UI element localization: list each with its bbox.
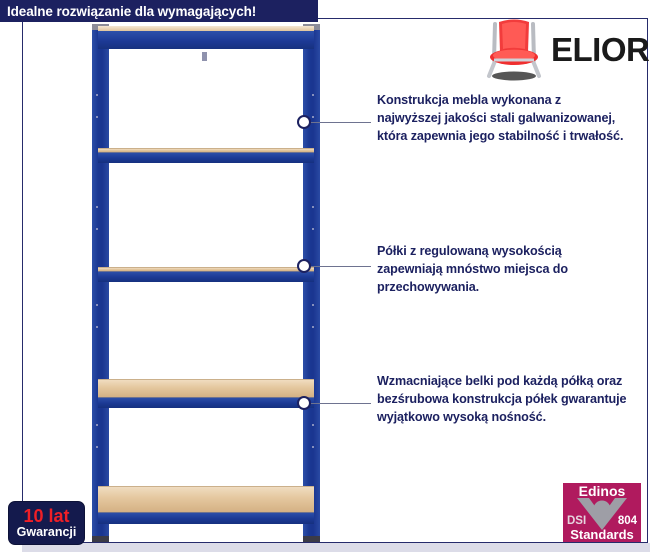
headline-banner: Idealne rozwiązanie dla wymagających! (0, 0, 318, 22)
standards-label: Standards (570, 527, 634, 542)
shelf-beam (98, 512, 314, 524)
brand-logo: ELIOR (485, 14, 650, 84)
callout-line-shelves (311, 266, 371, 267)
rack-top-beam (98, 31, 314, 49)
shelf-board (98, 148, 314, 152)
brand-name: ELIOR (551, 30, 650, 68)
red-chair-icon (485, 16, 543, 82)
callout-dot-shelves[interactable] (297, 259, 311, 273)
shelf-beam (98, 152, 314, 163)
upright-holes-right (312, 94, 315, 514)
standards-code-left: DSI (567, 515, 587, 527)
headline-text: Idealne rozwiązanie dla wymagających! (7, 3, 257, 19)
shelving-rack-illustration (92, 24, 320, 542)
rack-top-board (98, 26, 314, 31)
callout-text-construction: Konstrukcja mebla wykonana z najwyższej … (377, 93, 624, 143)
checkmark-v-icon (575, 498, 629, 531)
bottom-strip (22, 543, 650, 552)
shelf-beam (98, 397, 314, 408)
rack-foot-left (92, 536, 109, 542)
callout-text-shelves: Półki z regulowaną wysokością zapewniają… (377, 244, 568, 294)
rack-top-notch (202, 52, 207, 61)
callout-dot-construction[interactable] (297, 115, 311, 129)
shelf-board (98, 379, 314, 397)
warranty-label: Gwarancji (16, 525, 77, 540)
rack-upright-left (92, 30, 109, 542)
shelf-beam (98, 271, 314, 282)
warranty-years: 10 lat (23, 506, 70, 527)
rack-foot-right (303, 536, 320, 542)
standards-brand: Edinos (578, 483, 626, 499)
callout-line-construction (311, 122, 371, 123)
bottom-edge (22, 552, 650, 560)
callout-line-beams (311, 403, 371, 404)
standards-badge: Edinos DSI 804 Standards (563, 483, 641, 542)
warranty-badge: 10 lat Gwarancji (8, 501, 85, 545)
standards-code-right: 804 (617, 515, 637, 527)
callout-text-beams: Wzmacniające belki pod każdą półką oraz … (377, 374, 627, 424)
upright-holes-left (96, 94, 99, 514)
callout-dot-beams[interactable] (297, 396, 311, 410)
shelf-board (98, 486, 314, 512)
shelf-board (98, 267, 314, 271)
